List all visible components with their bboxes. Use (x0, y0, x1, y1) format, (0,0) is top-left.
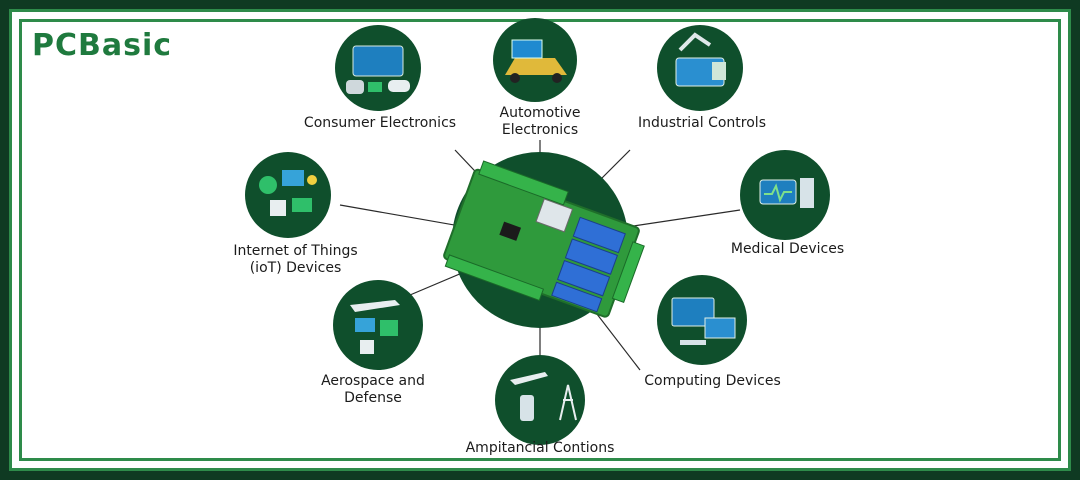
label-ampitancial-contions: Ampitancial Contions (465, 440, 615, 456)
label-automotive-electronics: Automotive Electronics (499, 105, 581, 138)
label-consumer-electronics: Consumer Electronics (303, 115, 457, 131)
icon-ampitancial-contions (495, 355, 585, 445)
label-computing-devices: Computing Devices (644, 373, 781, 389)
label-medical-devices: Medical Devices (730, 241, 845, 257)
icon-industrial-controls (657, 25, 743, 111)
icon-medical-devices (740, 150, 830, 240)
icon-consumer-electronics (335, 25, 421, 111)
label-aerospace-defense: Aerospace and Defense (321, 373, 425, 406)
pcb-board (443, 160, 645, 318)
brand-logo: PCBasic (32, 28, 173, 63)
label-industrial-controls: Industrial Controls (637, 115, 766, 131)
icon-iot-devices (245, 152, 331, 238)
icon-computing-devices (657, 275, 747, 365)
icon-aerospace-defense (333, 280, 423, 370)
icon-automotive-electronics (493, 18, 577, 102)
label-iot-devices: Internet of Things (ioT) Devices (233, 243, 358, 276)
